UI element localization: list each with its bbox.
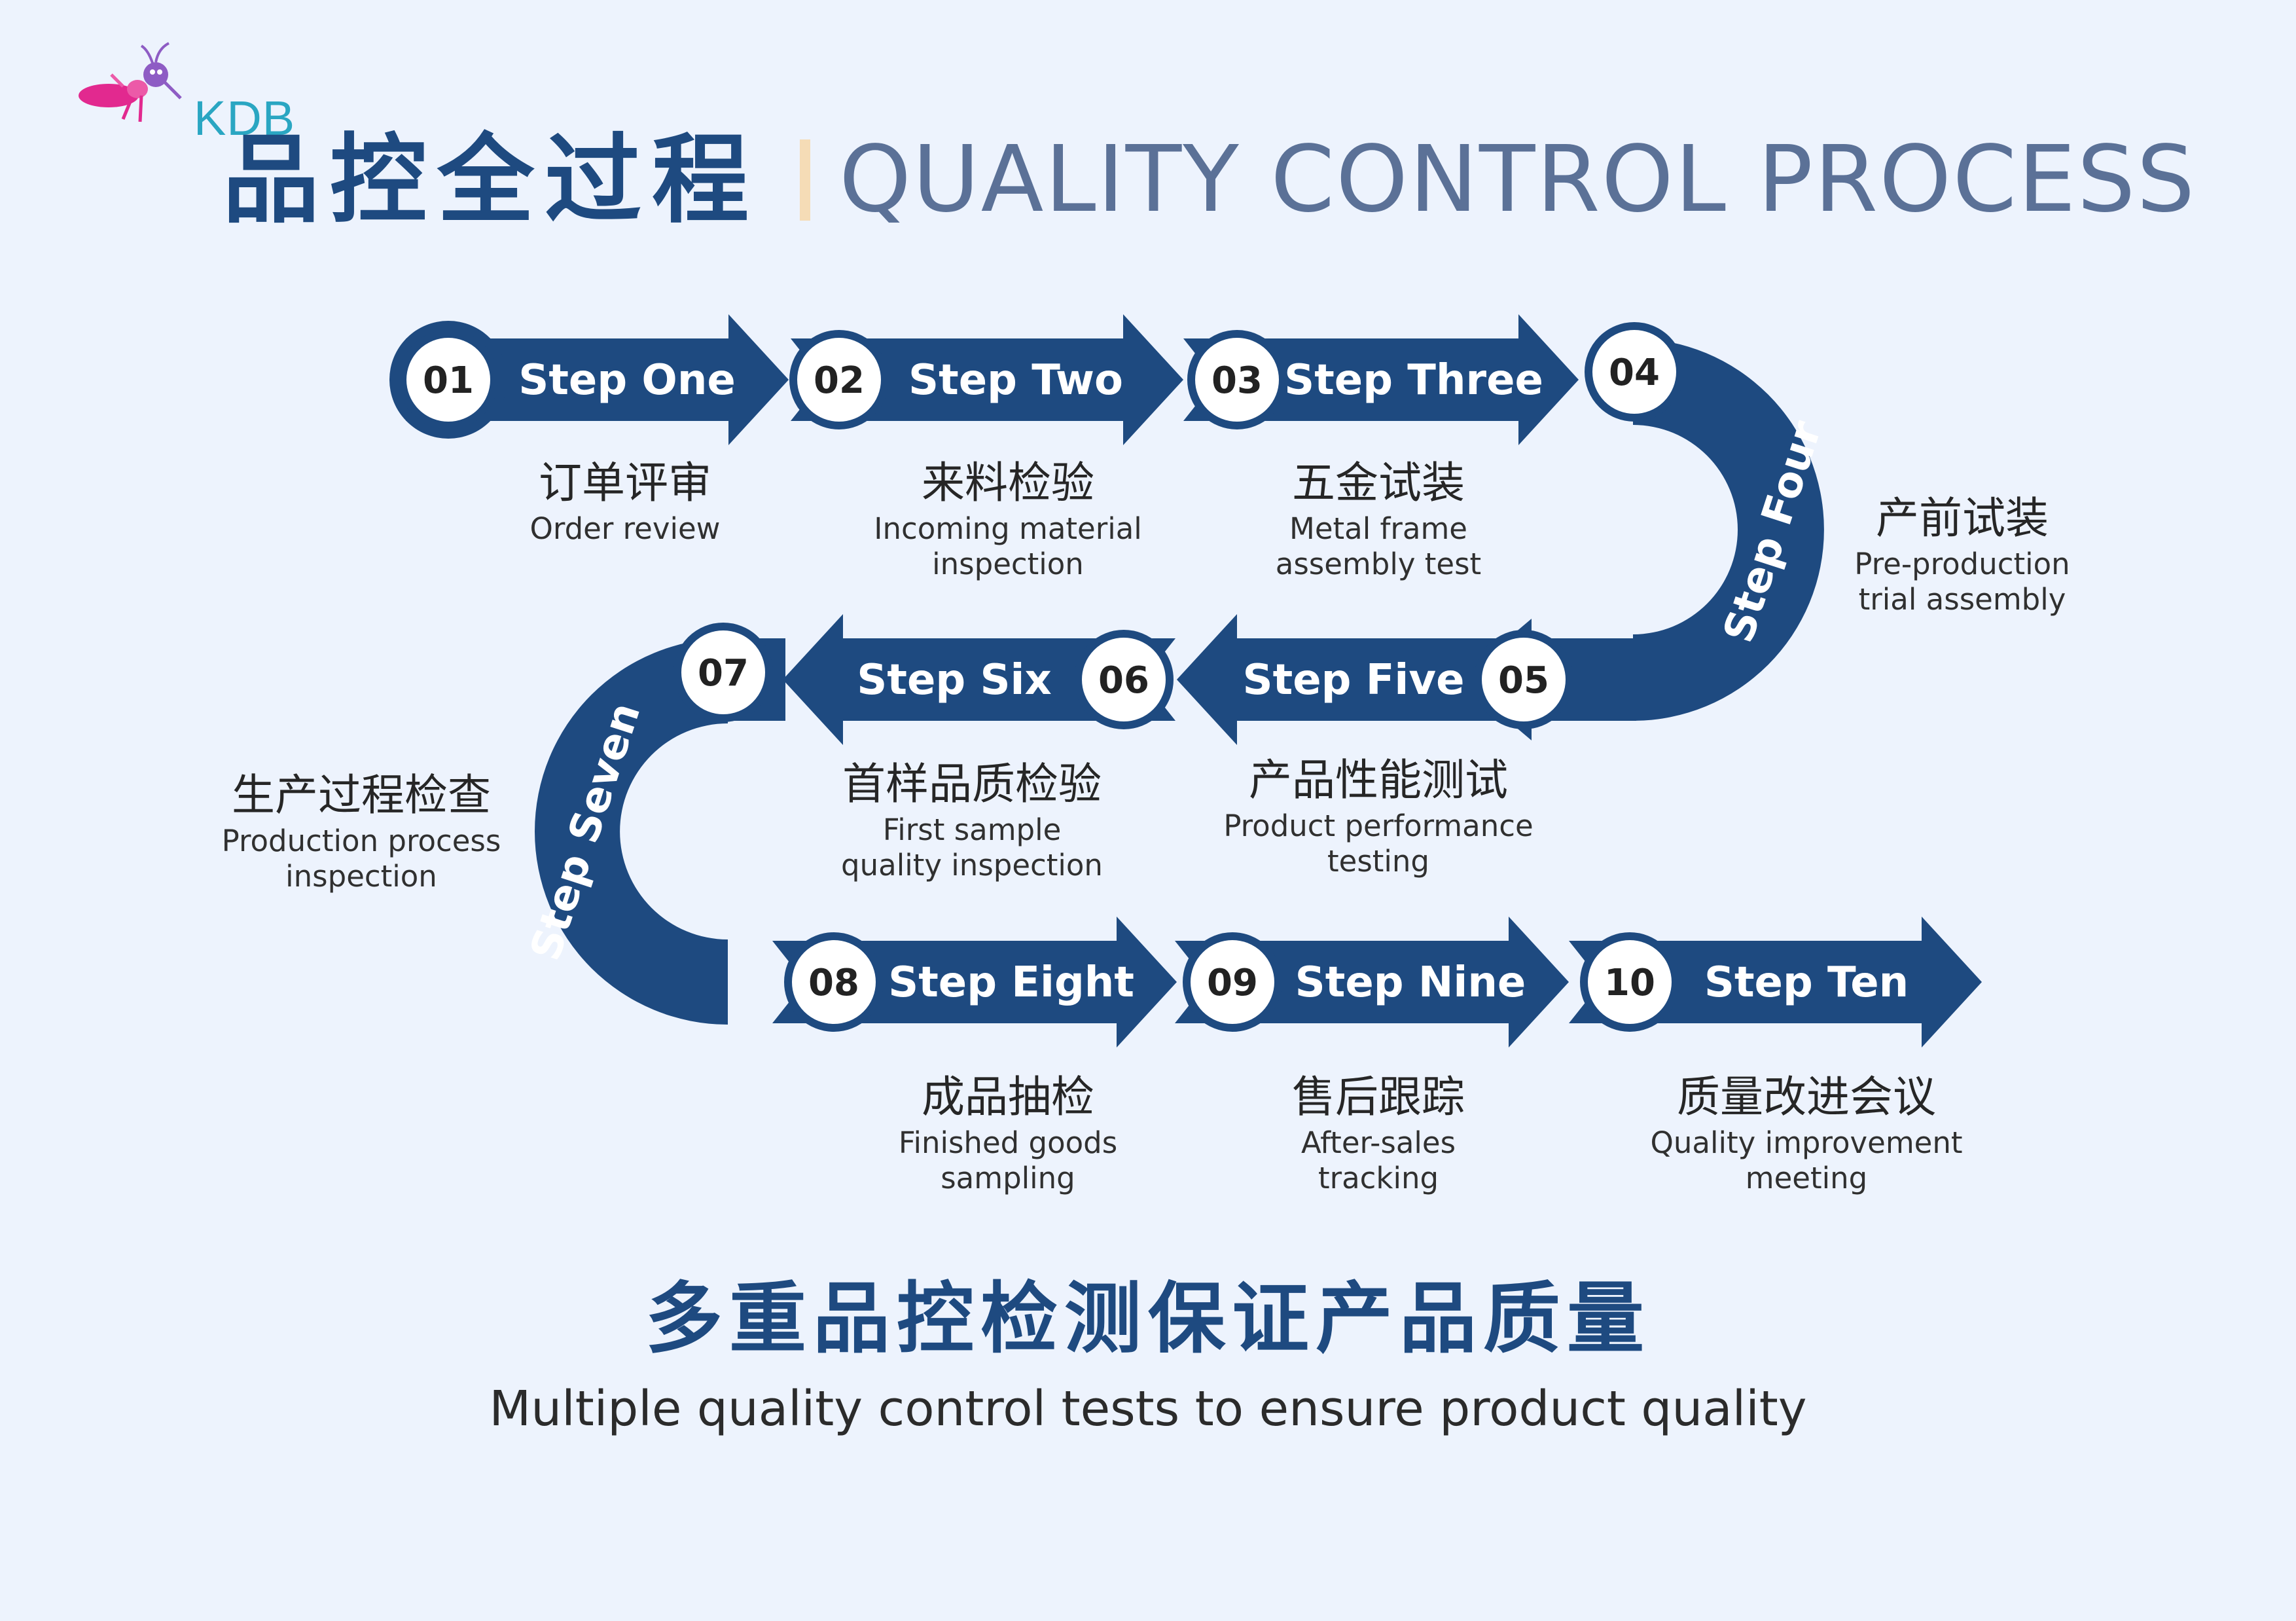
step-title: Step Nine xyxy=(1295,958,1526,1007)
title-divider xyxy=(800,139,810,221)
step-caption-english: Pre-production trial assembly xyxy=(1854,547,2070,617)
slogan-chinese: 多重品控检测保证产品质量 xyxy=(645,1273,1651,1364)
step-title: Step One xyxy=(518,356,736,405)
step-number-badge xyxy=(784,932,884,1032)
kdb-logo: KDB xyxy=(60,26,295,143)
step-number-badge xyxy=(1585,322,1684,422)
step-number: 10 xyxy=(1604,962,1655,1004)
step-number-badge xyxy=(789,330,889,429)
step-caption-english: Finished goods sampling xyxy=(898,1125,1118,1196)
step-caption-chinese: 售后跟踪 xyxy=(1292,1072,1465,1122)
step-caption-english: Incoming material inspection xyxy=(874,511,1142,582)
step-caption-chinese: 首样品质检验 xyxy=(842,759,1102,809)
arrow-segment xyxy=(783,614,1175,745)
step-number: 07 xyxy=(698,652,749,695)
step-number-badge xyxy=(673,623,773,722)
step-number: 01 xyxy=(423,359,474,402)
step-caption-chinese: 产品性能测试 xyxy=(1249,755,1508,805)
step-title: Step Eight xyxy=(888,958,1134,1007)
ant-logo-icon xyxy=(79,42,182,122)
title-english: QUALITY CONTROL PROCESS xyxy=(839,126,2197,233)
step-number-badge xyxy=(1074,630,1174,729)
step-caption-chinese: 五金试装 xyxy=(1292,458,1465,508)
step-caption-english: Metal frame assembly test xyxy=(1275,511,1482,582)
u-turn-left xyxy=(535,638,728,1025)
step-number: 02 xyxy=(814,359,865,402)
arrow-segment xyxy=(1175,917,1569,1047)
step-number: 09 xyxy=(1207,962,1258,1004)
step-caption-english: Quality improvement meeting xyxy=(1650,1125,1963,1196)
step-caption-chinese: 订单评审 xyxy=(539,458,711,508)
arrow-segment xyxy=(406,314,789,445)
step-number: 08 xyxy=(808,962,859,1004)
logo-wordmark: KDB xyxy=(194,91,296,145)
page-title: 品控全过程 QUALITY CONTROL PROCESS xyxy=(223,121,2196,239)
step-number-badge xyxy=(1183,932,1282,1032)
step-caption-chinese: 产前试装 xyxy=(1876,493,2049,543)
step-caption-english: Product performance testing xyxy=(1223,809,1534,879)
title-chinese: 品控全过程 xyxy=(223,124,759,236)
step-title: Step Three xyxy=(1284,356,1543,405)
step-caption-english: After-sales tracking xyxy=(1300,1125,1456,1196)
arrow-segment xyxy=(772,917,1177,1047)
step-number-badge xyxy=(1580,932,1679,1032)
arrow-segment xyxy=(1177,614,1532,745)
step-number-badge xyxy=(399,330,498,429)
step-caption-chinese: 成品抽检 xyxy=(922,1072,1094,1122)
step-caption-chinese: 生产过程检查 xyxy=(232,770,491,820)
u-turn-right xyxy=(1633,338,1824,721)
step-number: 03 xyxy=(1211,359,1263,402)
arrow-segment xyxy=(1569,917,1982,1047)
step-number: 04 xyxy=(1609,352,1660,394)
step-caption-chinese: 质量改进会议 xyxy=(1677,1072,1936,1122)
step-title: Step Five xyxy=(1243,656,1465,704)
step-number-badge xyxy=(1474,630,1573,729)
step-number-badge xyxy=(1187,330,1287,429)
arrow-segment xyxy=(1183,314,1579,445)
slogan-english: Multiple quality control tests to ensure… xyxy=(489,1381,1807,1437)
step-caption-english: First sample quality inspection xyxy=(841,812,1103,883)
step-title: Step Ten xyxy=(1704,958,1909,1007)
step-title: Step Six xyxy=(857,656,1052,704)
step-caption-english: Production process inspection xyxy=(221,824,501,894)
step-number: 05 xyxy=(1498,659,1549,702)
step-caption-english: Order review xyxy=(529,511,721,547)
step-caption-chinese: 来料检验 xyxy=(922,458,1094,508)
step-title: Step Two xyxy=(908,356,1123,405)
step-number: 06 xyxy=(1098,659,1149,702)
arrow-segment xyxy=(791,314,1183,445)
